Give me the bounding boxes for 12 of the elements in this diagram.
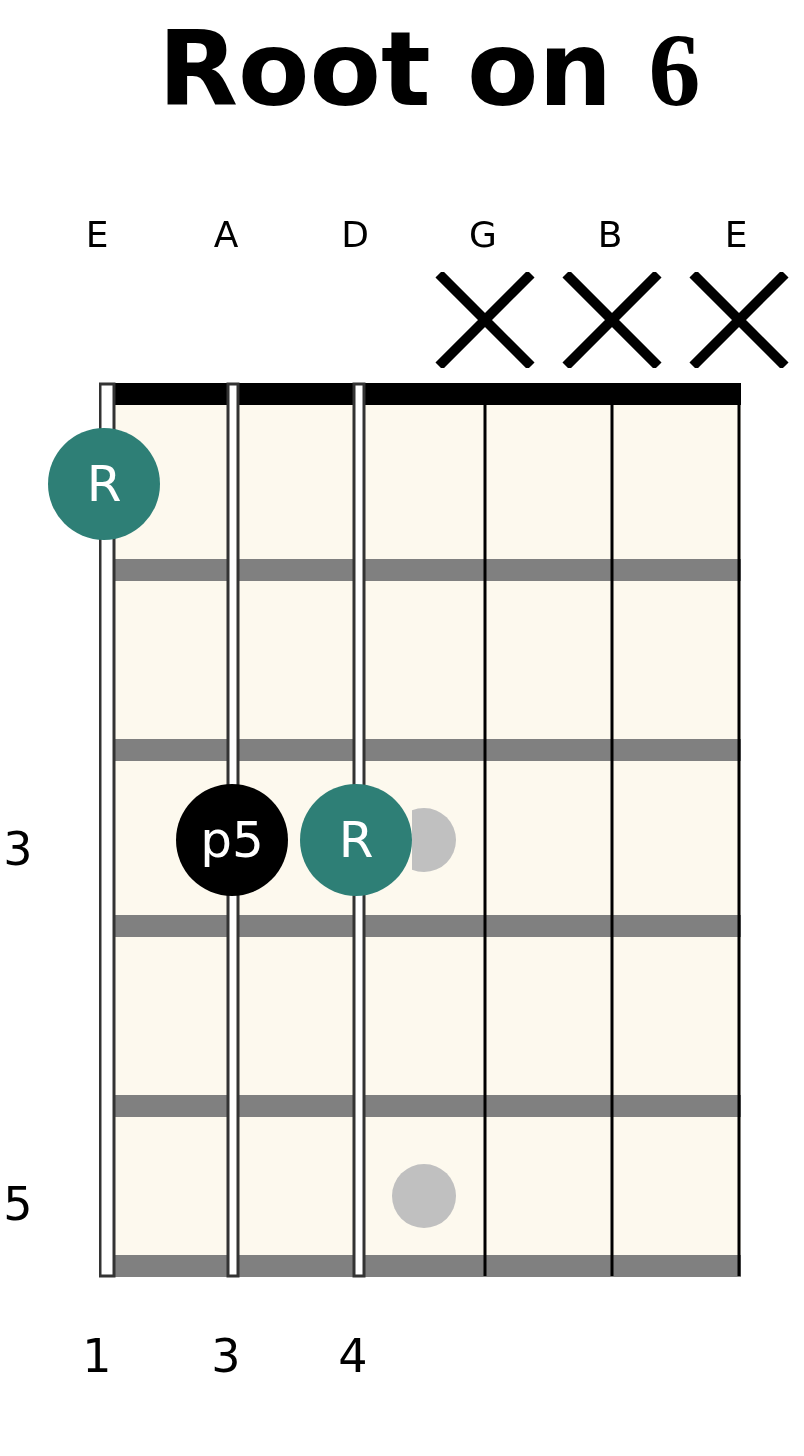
chart-title: Root on 6 — [158, 12, 701, 128]
string-name: E — [84, 217, 110, 253]
string-name: B — [596, 217, 624, 253]
finger-number: 1 — [81, 1333, 113, 1379]
string-name: A — [212, 217, 240, 253]
fret-number: 5 — [2, 1181, 34, 1227]
finger-number: 4 — [337, 1333, 369, 1379]
string-name: E — [723, 217, 749, 253]
string-name: G — [468, 217, 498, 253]
string-name: D — [340, 217, 370, 253]
finger-number: 3 — [210, 1333, 242, 1379]
fret-number: 3 — [2, 826, 34, 872]
